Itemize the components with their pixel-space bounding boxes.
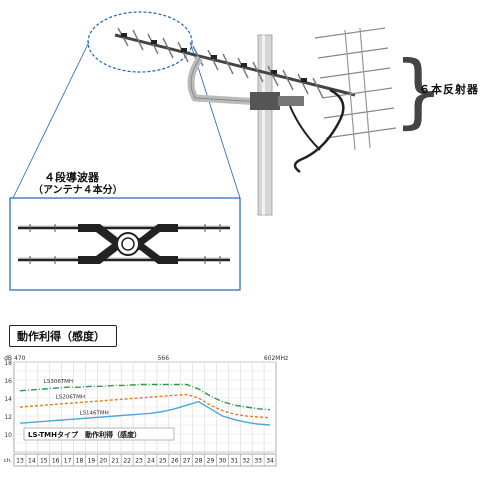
channel-tick-label: 29 [207, 458, 215, 465]
y-tick-label: 18 [4, 360, 12, 367]
channel-tick-label: 31 [230, 458, 238, 465]
channel-tick-label: 21 [111, 458, 119, 465]
antenna-boom [114, 27, 356, 99]
x-tick-mhz-label: 566 [158, 355, 170, 362]
channel-tick-label: 16 [52, 458, 60, 465]
gain-chart-heading: 動作利得（感度） [9, 325, 117, 347]
channel-tick-label: 22 [123, 458, 131, 465]
y-tick-label: 16 [4, 378, 12, 385]
gain-chart-heading-text: 動作利得（感度） [17, 330, 105, 343]
channel-tick-label: 14 [28, 458, 36, 465]
mast-clamp [250, 92, 280, 110]
channel-tick-label: 15 [40, 458, 48, 465]
x-tick-mhz-label: 602MHz [264, 355, 288, 362]
channel-tick-label: 18 [76, 458, 84, 465]
y-tick-label: 12 [4, 414, 12, 421]
series-line-LS146TMH [19, 400, 271, 426]
reflector-panel [314, 27, 397, 151]
series-label: LS206TMH [56, 394, 85, 400]
series-line-LS306TMH [19, 383, 271, 411]
channel-tick-label: 19 [88, 458, 96, 465]
channel-tick-label: 13 [16, 458, 24, 465]
director-title: ４段導波器 [44, 171, 99, 184]
y-axis-label: dB [4, 355, 12, 362]
reflector-label: ６本反射器 [419, 83, 479, 96]
channel-tick-label: 34 [266, 458, 274, 465]
channel-tick-label: 33 [254, 458, 262, 465]
director-subtitle: （アンテナ４本分） [33, 185, 123, 196]
series-label: LS306TMH [44, 379, 73, 385]
cable [293, 88, 345, 174]
director-element-drawing [18, 224, 230, 264]
reflector-bracket: } [393, 44, 444, 137]
channel-tick-label: 32 [242, 458, 250, 465]
x-axis-label: ch. [4, 458, 13, 464]
callout-line-right [189, 41, 241, 199]
channel-tick-label: 20 [99, 458, 107, 465]
y-tick-label: 14 [4, 396, 12, 403]
channel-tick-label: 24 [147, 458, 155, 465]
zoom-ellipse [87, 11, 193, 73]
antenna-illustration: } [9, 11, 444, 291]
chart-title-box [23, 427, 175, 441]
channel-tick-label: 26 [171, 458, 179, 465]
channel-tick-label: 30 [219, 458, 227, 465]
channel-tick-label: 28 [195, 458, 203, 465]
series-label: LS146TMH [80, 411, 109, 417]
series-line-LS206TMH [19, 393, 271, 419]
channel-tick-label: 25 [159, 458, 167, 465]
channel-tick-label: 23 [135, 458, 143, 465]
callout-line-left [12, 41, 90, 199]
chart-title: LS-TMHタイプ 動作利得（感度） [28, 430, 141, 439]
channel-tick-label: 17 [64, 458, 72, 465]
channel-tick-label: 27 [183, 458, 191, 465]
x-tick-mhz-label: 470 [14, 355, 26, 362]
y-tick-label: 10 [4, 432, 12, 439]
